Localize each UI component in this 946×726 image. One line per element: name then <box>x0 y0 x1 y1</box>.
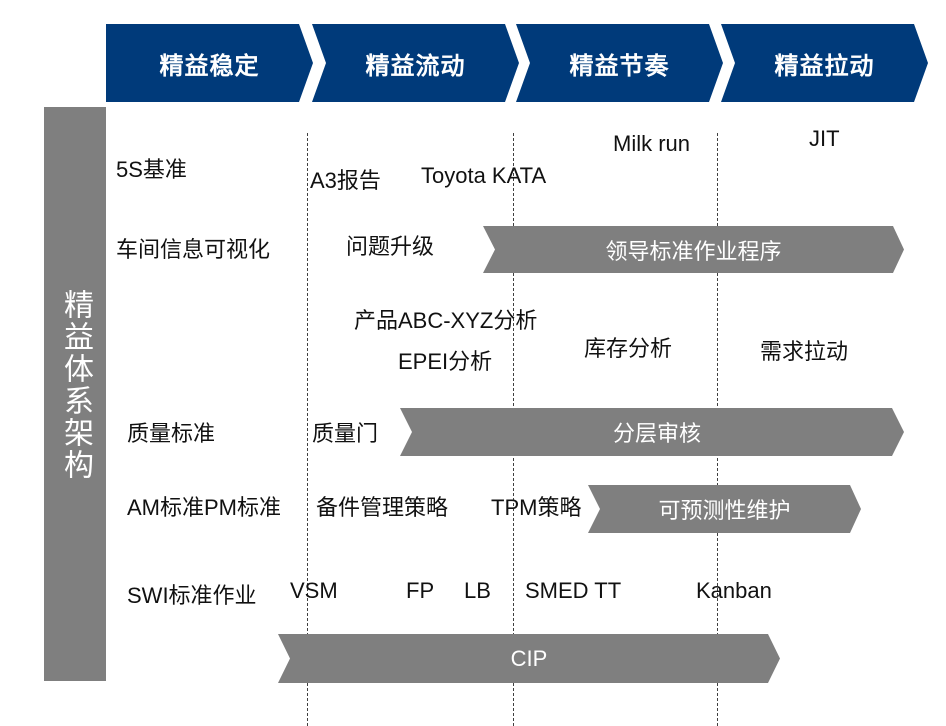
item-milk-run: Milk run <box>613 131 691 156</box>
item-kanban: Kanban <box>696 578 772 603</box>
bar-label: 可预测性维护 <box>658 498 791 523</box>
chevron-shape <box>721 24 928 102</box>
item-lb: LB <box>464 578 491 603</box>
bar-predictive-maintenance: 可预测性维护 <box>588 485 861 533</box>
phase-chevron-pull: 精益拉动 <box>721 24 928 102</box>
phase-chevron-flow: 精益流动 <box>312 24 519 102</box>
arrow-bar-shape <box>588 485 861 533</box>
phase-label: 精益流动 <box>365 52 466 80</box>
arrow-bar-shape <box>400 408 904 456</box>
bar-leader-standard-work: 领导标准作业程序 <box>483 226 904 273</box>
phase-label: 精益拉动 <box>774 52 875 80</box>
item-inventory-analysis: 库存分析 <box>584 336 673 361</box>
chevron-shape <box>312 24 519 102</box>
bar-layered-audit: 分层审核 <box>400 408 904 456</box>
item-quality-standard: 质量标准 <box>127 421 216 446</box>
chevron-shape <box>106 24 313 102</box>
item-quality-gate: 质量门 <box>312 421 379 446</box>
arrow-bar-shape <box>483 226 904 273</box>
item-5s-baseline: 5S基准 <box>116 157 187 182</box>
item-tpm-strategy: TPM策略 <box>491 495 582 520</box>
sidebar-lean-system: 精益体系架构 <box>44 107 106 681</box>
item-abc-xyz-analysis: 产品ABC-XYZ分析 <box>354 308 538 333</box>
item-fp: FP <box>406 578 435 603</box>
sidebar-title: 精益体系架构 <box>59 289 92 481</box>
bar-label: 领导标准作业程序 <box>605 238 782 264</box>
item-demand-pull: 需求拉动 <box>760 339 849 364</box>
item-epei-analysis: EPEI分析 <box>398 349 493 374</box>
bar-cip: CIP <box>278 634 780 683</box>
item-swi-standard-work: SWI标准作业 <box>127 583 257 608</box>
item-problem-escalation: 问题升级 <box>346 234 435 259</box>
phase-chevron-rhythm: 精益节奏 <box>516 24 723 102</box>
phase-divider-1 <box>307 133 308 726</box>
item-smed-tt: SMED TT <box>525 578 622 603</box>
item-a3-report: A3报告 <box>310 168 381 193</box>
phase-label: 精益节奏 <box>569 52 670 80</box>
phase-label: 精益稳定 <box>159 52 260 80</box>
bar-label: CIP <box>510 645 548 671</box>
item-toyota-kata: Toyota KATA <box>421 163 547 188</box>
item-shopfloor-visual: 车间信息可视化 <box>116 237 271 262</box>
item-vsm: VSM <box>290 578 338 603</box>
bar-label: 分层审核 <box>612 421 701 446</box>
item-spare-parts-strategy: 备件管理策略 <box>316 495 449 520</box>
arrow-bar-shape <box>278 634 780 683</box>
item-am-pm-standard: AM标准PM标准 <box>127 495 282 520</box>
item-jit: JIT <box>809 126 840 151</box>
chevron-shape <box>516 24 723 102</box>
phase-chevron-stability: 精益稳定 <box>106 24 313 102</box>
